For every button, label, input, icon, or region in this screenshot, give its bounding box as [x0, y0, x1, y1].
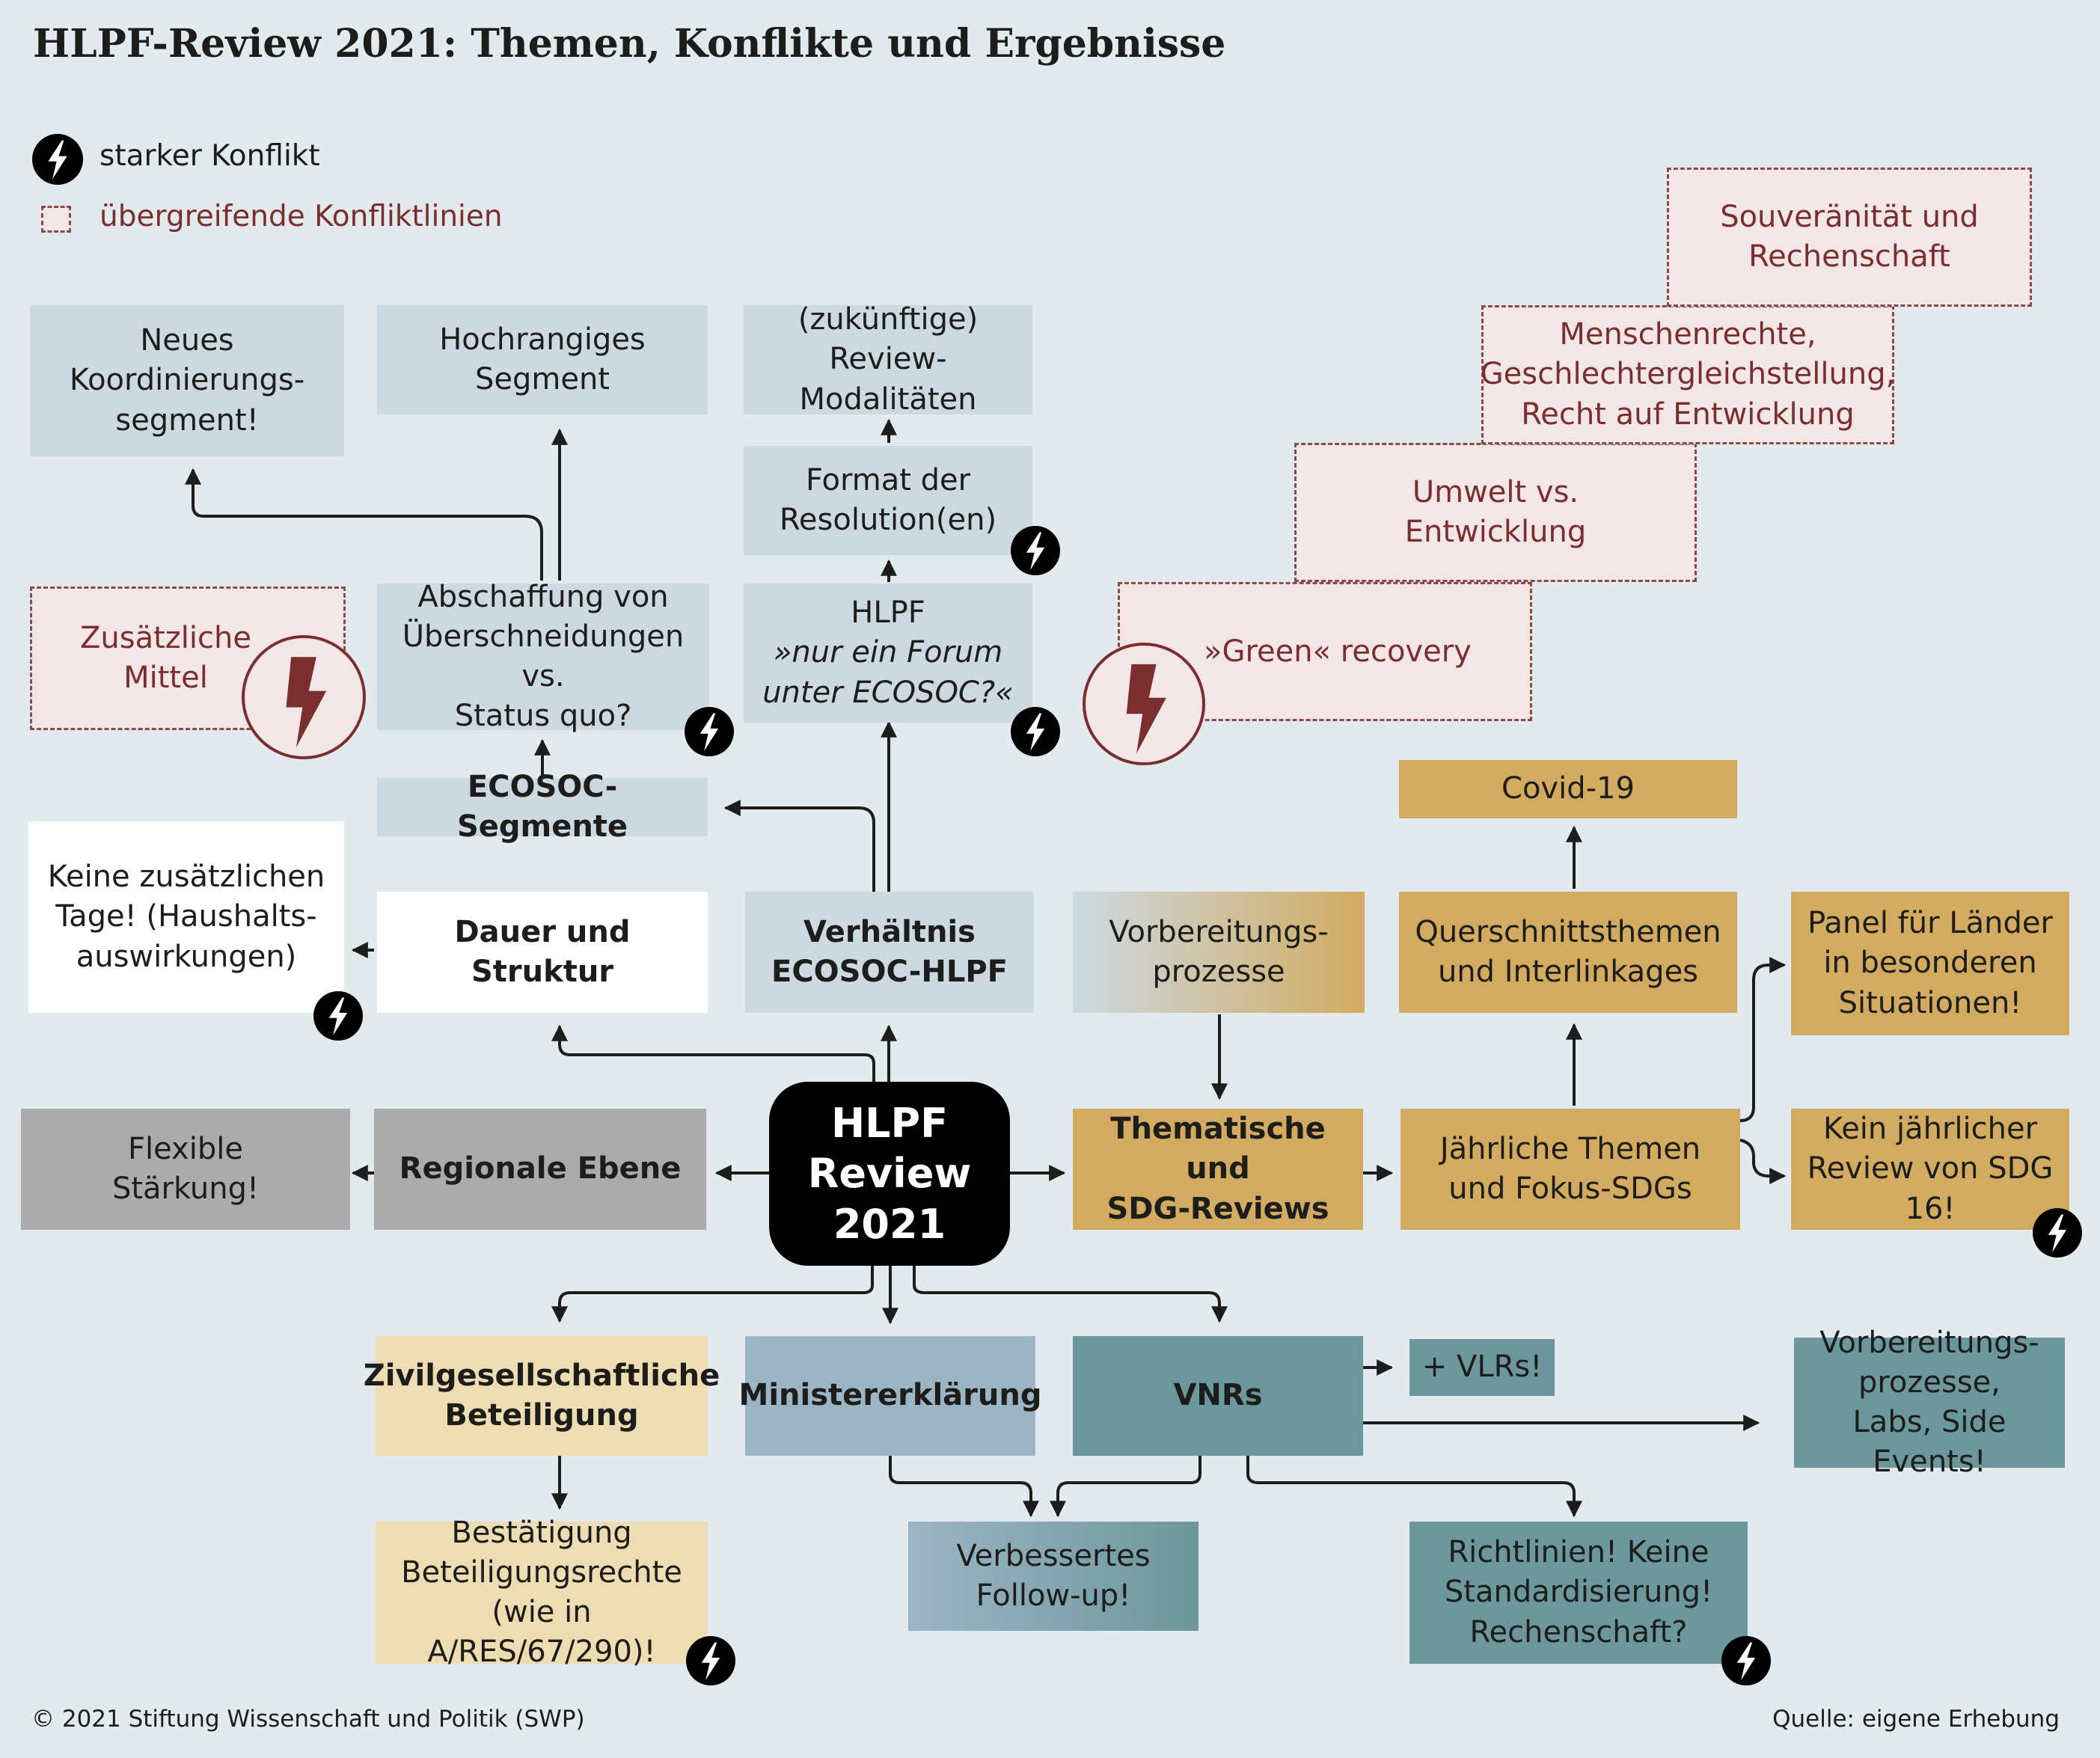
- box-vorbereitungsprozesse: Vorbereitungs- prozesse: [1073, 892, 1365, 1013]
- box-regionale-ebene: Regionale Ebene: [374, 1109, 706, 1230]
- box-covid: Covid-19: [1399, 760, 1737, 818]
- arrow-to-dauer: [551, 1024, 875, 1082]
- box-verhaeltnis: Verhältnis ECOSOC-HLPF: [745, 892, 1034, 1013]
- bolt-icon-abschaffung: [685, 707, 734, 756]
- bolt-icon-hlpf: [1011, 707, 1060, 756]
- box-format-resolution: Format der Resolution(en): [744, 446, 1032, 555]
- box-querschnittsthemen: Querschnittsthemen und Interlinkages: [1399, 892, 1737, 1013]
- box-flexible-staerkung: Flexible Stärkung!: [21, 1109, 350, 1230]
- box-richtlinien: Richtlinien! Keine Standardisierung! Rec…: [1409, 1522, 1748, 1664]
- hlpf-forum-title: HLPF: [851, 595, 925, 631]
- arrow-minister-to-followup: [889, 1456, 1039, 1518]
- bolt-icon-sdg16: [2033, 1208, 2082, 1258]
- big-conflict-icon-green: [1083, 643, 1205, 765]
- conflict-souveraenitaet: Souveränität und Rechenschaft: [1667, 168, 2032, 307]
- big-conflict-icon-mittel: [242, 635, 366, 759]
- diagram-title: HLPF-Review 2021: Themen, Konflikte und …: [33, 21, 1226, 67]
- bolt-icon-bestaetigung: [686, 1636, 735, 1685]
- box-follow-up: Verbessertes Follow-up!: [908, 1522, 1199, 1631]
- box-neues-koordinierungssegment: Neues Koordinierungs- segment!: [30, 305, 344, 456]
- box-kein-review-sdg16: Kein jährlicher Review von SDG 16!: [1791, 1109, 2069, 1230]
- box-ecosoc-segmente: ECOSOC-Segmente: [377, 770, 708, 844]
- box-panel-laender: Panel für Länder in besonderen Situation…: [1791, 892, 2069, 1035]
- box-bestaetigung: Bestätigung Beteiligungsrechte (wie in A…: [376, 1516, 708, 1669]
- box-ministererklaerung: Ministererklärung: [739, 1336, 1041, 1456]
- conflict-umwelt: Umwelt vs. Entwicklung: [1294, 443, 1697, 582]
- legend-crosscutting: übergreifende Konfliktlinien: [100, 200, 503, 233]
- center-hlpf-review: HLPF Review 2021: [769, 1082, 1010, 1266]
- footer-source: Quelle: eigene Erhebung: [1772, 1706, 2060, 1733]
- arrow-vnrs-to-richtlinien: [1246, 1456, 1582, 1518]
- conflict-menschenrechte: Menschenrechte, Geschlechtergleichstellu…: [1481, 305, 1895, 444]
- bolt-icon-keine-tage: [313, 991, 363, 1041]
- bolt-icon-format: [1011, 526, 1060, 575]
- box-zivilgesellschaft: Zivilgesellschaftliche Beteiligung: [364, 1336, 720, 1456]
- legend-strong-conflict: starker Konflikt: [100, 139, 320, 173]
- bolt-icon-richtlinien: [1721, 1636, 1771, 1685]
- box-review-modalitaeten: (zukünftige) Review-Modalitäten: [744, 302, 1032, 417]
- arrow-jaehrlich-to-kein-review: [1739, 1139, 1787, 1184]
- box-vnrs: VNRs: [1073, 1336, 1363, 1456]
- arrow-verhaeltnis-to-ecosoc: [723, 800, 875, 892]
- box-hochrangiges-segment: Hochrangiges Segment: [377, 305, 708, 414]
- footer-copyright: © 2021 Stiftung Wissenschaft und Politik…: [31, 1706, 585, 1733]
- legend-dashed-box-icon: [41, 206, 71, 233]
- box-jaehrliche-themen: Jährliche Themen und Fokus-SDGs: [1400, 1109, 1740, 1230]
- box-abschaffung: Abschaffung von Überschneidungen vs. Sta…: [377, 580, 709, 733]
- box-hlpf-forum: HLPF »nur ein Forum unter ECOSOC?«: [744, 584, 1032, 723]
- arrow-to-vnrs: [913, 1266, 1228, 1323]
- box-thematische-reviews: Thematische und SDG-Reviews: [1073, 1109, 1363, 1230]
- arrow-to-zivilgesellschaft: [551, 1266, 874, 1323]
- hlpf-forum-subtitle: »nur ein Forum unter ECOSOC?«: [762, 635, 1014, 710]
- arrow-jaehrlich-to-panel: [1739, 957, 1787, 1122]
- box-keine-zusaetzlichen-tage: Keine zusätzlichen Tage! (Haushalts- aus…: [28, 821, 344, 1013]
- legend-bolt-icon: [32, 134, 83, 185]
- arrow-abschaffung-to-koordinierung: [185, 468, 543, 581]
- box-dauer-struktur: Dauer und Struktur: [377, 892, 708, 1013]
- arrow-vnrs-to-followup: [1050, 1456, 1201, 1518]
- box-vorbereitung-labs: Vorbereitungs- prozesse, Labs, Side Even…: [1794, 1326, 2065, 1479]
- box-vlrs: + VLRs!: [1409, 1339, 1555, 1396]
